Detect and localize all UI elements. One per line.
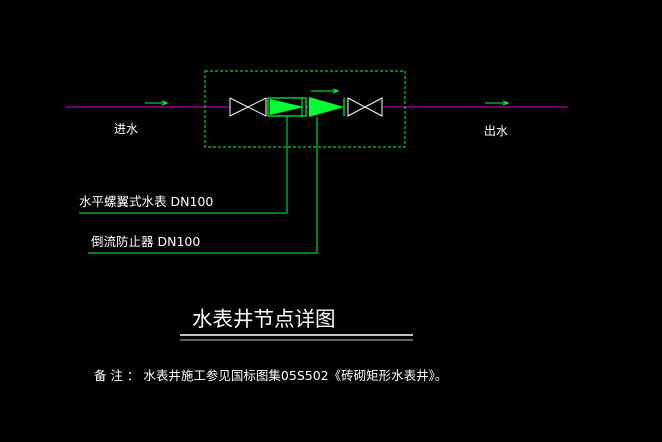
backflow-preventer-icon bbox=[306, 88, 345, 117]
drawing-title: 水表井节点详图 bbox=[192, 307, 336, 331]
outlet-flow-arrow-icon bbox=[485, 100, 510, 106]
gate-valve-downstream-icon bbox=[347, 97, 383, 117]
backflow-leader-line bbox=[88, 117, 318, 254]
meter-pit-outline bbox=[204, 70, 406, 148]
meter-leader-line bbox=[79, 116, 288, 214]
water-meter-icon bbox=[267, 97, 307, 117]
inlet-flow-arrow-icon bbox=[145, 100, 169, 106]
backflow-preventer-label: 倒流防止器 DN100 bbox=[91, 234, 200, 249]
water-meter-label: 水平螺翼式水表 DN100 bbox=[79, 194, 213, 209]
gate-valve-upstream-icon bbox=[229, 97, 267, 117]
note-text: 备 注 ： 水表井施工参见国标图集05S502《砖砌矩形水表井》。 bbox=[94, 368, 447, 383]
inlet-label: 进水 bbox=[114, 122, 138, 136]
outlet-label: 出水 bbox=[484, 124, 508, 138]
